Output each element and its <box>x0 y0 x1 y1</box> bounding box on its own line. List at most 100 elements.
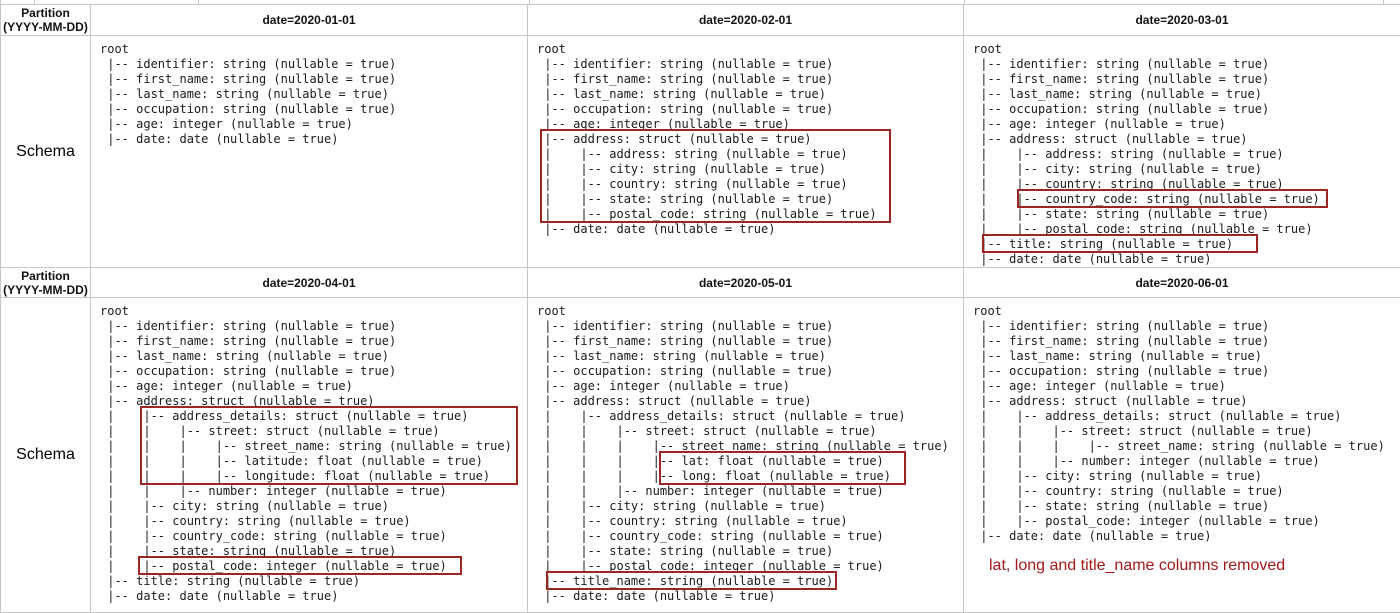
schema-line: | |-- postal_code: string (nullable = tr… <box>973 222 1313 236</box>
schema-cell-date=2020-04-01: root |-- identifier: string (nullable = … <box>91 298 528 613</box>
grid-line <box>198 0 199 5</box>
schema-line: | | | |-- street_name: string (nullable … <box>973 439 1385 453</box>
table-top-edge <box>0 0 1400 5</box>
schema-tree: root |-- identifier: string (nullable = … <box>91 298 527 604</box>
schema-line: |-- occupation: string (nullable = true) <box>100 364 397 378</box>
schema-line: | |-- address_details: struct (nullable … <box>537 409 906 423</box>
schema-line: | |-- country_code: string (nullable = t… <box>973 192 1320 206</box>
grid-line <box>34 0 35 5</box>
schema-line: | |-- country_code: string (nullable = t… <box>537 529 884 543</box>
schema-line: |-- date: date (nullable = true) <box>973 252 1212 266</box>
schema-cell-date=2020-02-01: root |-- identifier: string (nullable = … <box>528 36 964 268</box>
schema-line: |-- identifier: string (nullable = true) <box>100 57 397 71</box>
schema-line: | |-- address: string (nullable = true) <box>537 147 848 161</box>
schema-line: | |-- city: string (nullable = true) <box>537 162 826 176</box>
schema-line: | |-- country: string (nullable = true) <box>537 514 848 528</box>
schema-tree: root |-- identifier: string (nullable = … <box>528 298 963 604</box>
schema-line: | | |-- street: struct (nullable = true) <box>973 424 1313 438</box>
schema-line: | |-- city: string (nullable = true) <box>973 469 1262 483</box>
schema-line: |-- address: struct (nullable = true) <box>100 394 375 408</box>
schema-cell-date=2020-06-01: root |-- identifier: string (nullable = … <box>964 298 1400 613</box>
date-header-date=2020-03-01: date=2020-03-01 <box>964 5 1400 36</box>
schema-line: |-- last_name: string (nullable = true) <box>973 87 1262 101</box>
schema-line: |-- identifier: string (nullable = true) <box>537 57 834 71</box>
schema-line: |-- age: integer (nullable = true) <box>100 117 353 131</box>
schema-line: |-- last_name: string (nullable = true) <box>537 349 826 363</box>
schema-row-label-text: Schema <box>16 142 75 160</box>
schema-cell-date=2020-05-01: root |-- identifier: string (nullable = … <box>528 298 964 613</box>
schema-line: | | | |-- street_name: string (nullable … <box>100 439 512 453</box>
removed-columns-note: lat, long and title_name columns removed <box>989 557 1286 574</box>
schema-line: root <box>100 304 129 318</box>
schema-line: |-- identifier: string (nullable = true) <box>973 319 1270 333</box>
schema-line: | |-- postal_code: integer (nullable = t… <box>973 514 1320 528</box>
schema-line: |-- age: integer (nullable = true) <box>100 379 353 393</box>
schema-tree: root |-- identifier: string (nullable = … <box>528 36 963 237</box>
schema-row-label-text: Schema <box>16 446 75 463</box>
schema-line: |-- age: integer (nullable = true) <box>537 379 790 393</box>
schema-line: | | |-- number: integer (nullable = true… <box>973 454 1320 468</box>
schema-line: |-- age: integer (nullable = true) <box>537 117 790 131</box>
schema-tree: root |-- identifier: string (nullable = … <box>91 36 527 147</box>
schema-line: |-- occupation: string (nullable = true) <box>537 102 834 116</box>
schema-line: | |-- address: string (nullable = true) <box>973 147 1284 161</box>
schema-line: | | | |-- street_name: string (nullable … <box>537 439 949 453</box>
schema-line: |-- last_name: string (nullable = true) <box>100 349 389 363</box>
schema-line: | |-- postal_code: integer (nullable = t… <box>537 559 884 573</box>
schema-line: root <box>973 42 1002 56</box>
schema-tree: root |-- identifier: string (nullable = … <box>964 36 1400 267</box>
schema-line: |-- address: struct (nullable = true) <box>537 132 812 146</box>
schema-line: | | | |-- long: float (nullable = true) <box>537 469 892 483</box>
grid-line <box>1383 0 1384 5</box>
schema-line: | |-- country: string (nullable = true) <box>100 514 411 528</box>
schema-line: | | |-- number: integer (nullable = true… <box>537 484 884 498</box>
schema-line: |-- date: date (nullable = true) <box>537 589 776 603</box>
schema-line: root <box>537 42 566 56</box>
partition-header-cell: Partition(YYYY-MM-DD) <box>1 5 91 36</box>
schema-line: | | | |-- longitude: float (nullable = t… <box>100 469 491 483</box>
schema-line: |-- age: integer (nullable = true) <box>973 117 1226 131</box>
schema-line: |-- identifier: string (nullable = true) <box>100 319 397 333</box>
schema-line: |-- title_name: string (nullable = true) <box>537 574 834 588</box>
schema-tree: root |-- identifier: string (nullable = … <box>964 298 1400 574</box>
schema-cell-date=2020-01-01: root |-- identifier: string (nullable = … <box>91 36 528 268</box>
schema-line: |-- title: string (nullable = true) <box>100 574 361 588</box>
date-header-date=2020-04-01: date=2020-04-01 <box>91 268 528 298</box>
grid-line <box>964 0 965 5</box>
schema-line: |-- last_name: string (nullable = true) <box>973 349 1262 363</box>
date-header-date=2020-05-01: date=2020-05-01 <box>528 268 964 298</box>
schema-line: |-- date: date (nullable = true) <box>100 589 339 603</box>
schema-line: | |-- state: string (nullable = true) <box>973 499 1270 513</box>
schema-row-label: Schema <box>1 298 91 613</box>
schema-line: |-- date: date (nullable = true) <box>973 529 1212 543</box>
schema-line: | |-- city: string (nullable = true) <box>973 162 1262 176</box>
schema-line: |-- first_name: string (nullable = true) <box>537 334 834 348</box>
schema-line: |-- identifier: string (nullable = true) <box>973 57 1270 71</box>
schema-line: |-- address: struct (nullable = true) <box>973 394 1248 408</box>
schema-line: |-- title: string (nullable = true) <box>973 237 1234 251</box>
schema-line: |-- identifier: string (nullable = true) <box>537 319 834 333</box>
schema-line: | |-- state: string (nullable = true) <box>100 544 397 558</box>
schema-line: |-- age: integer (nullable = true) <box>973 379 1226 393</box>
schema-line: |-- date: date (nullable = true) <box>100 132 339 146</box>
schema-line: |-- first_name: string (nullable = true) <box>537 72 834 86</box>
schema-line: root <box>100 42 129 56</box>
partition-header-cell: Partition(YYYY-MM-DD) <box>1 268 91 298</box>
schema-line: |-- last_name: string (nullable = true) <box>537 87 826 101</box>
schema-line: | |-- state: string (nullable = true) <box>537 192 834 206</box>
schema-line: | | | |-- lat: float (nullable = true) <box>537 454 884 468</box>
schema-line: |-- occupation: string (nullable = true) <box>973 102 1270 116</box>
date-header-date=2020-01-01: date=2020-01-01 <box>91 5 528 36</box>
date-header-date=2020-02-01: date=2020-02-01 <box>528 5 964 36</box>
schema-line: |-- last_name: string (nullable = true) <box>100 87 389 101</box>
schema-line: | |-- state: string (nullable = true) <box>537 544 834 558</box>
schema-line: | |-- country: string (nullable = true) <box>537 177 848 191</box>
schema-row-label: Schema <box>1 36 91 268</box>
schema-line: | |-- city: string (nullable = true) <box>537 499 826 513</box>
schema-line: | |-- state: string (nullable = true) <box>973 207 1270 221</box>
schema-line: | | |-- street: struct (nullable = true) <box>537 424 877 438</box>
schema-line: | |-- country_code: string (nullable = t… <box>100 529 447 543</box>
partition-header-line1: Partition <box>21 268 70 283</box>
